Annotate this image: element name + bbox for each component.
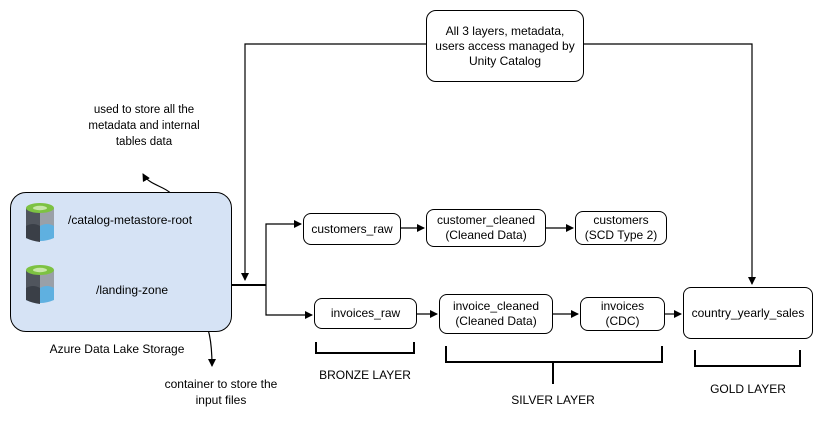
node-invoices-raw: invoices_raw	[314, 298, 417, 329]
landing-note-line2: input files	[195, 393, 247, 407]
unity-catalog-note-line3: Unity Catalog	[468, 53, 542, 68]
unity-catalog-note: All 3 layers, metadata, users access man…	[426, 10, 584, 82]
metastore-note-line3: tables data	[115, 136, 173, 148]
unity-catalog-note-line1: All 3 layers, metadata,	[445, 23, 565, 38]
node-invoice-cleaned-line1: invoice_cleaned	[452, 299, 540, 313]
node-customer-cleaned-line1: customer_cleaned	[436, 213, 536, 227]
azure-storage-container-icon	[22, 262, 58, 306]
node-invoice-cleaned: invoice_cleaned (Cleaned Data)	[439, 294, 553, 334]
node-country-yearly-sales-label: country_yearly_sales	[691, 305, 805, 320]
node-customers: customers (SCD Type 2)	[575, 211, 667, 245]
node-country-yearly-sales: country_yearly_sales	[683, 287, 813, 339]
layer-label-gold: GOLD LAYER	[710, 382, 786, 396]
metastore-note: used to store all the metadata and inter…	[64, 102, 224, 150]
landing-note-line1: container to store the	[164, 377, 278, 391]
bracket-gold	[694, 350, 801, 367]
connector-to-customers-raw	[265, 220, 302, 285]
azure-storage-container-icon	[22, 200, 58, 244]
node-invoices-line2: (CDC)	[605, 314, 640, 328]
node-customers-raw-label: customers_raw	[311, 221, 393, 236]
landing-note: container to store the input files	[136, 376, 306, 408]
unity-catalog-note-line2: users access managed by	[435, 38, 575, 53]
bracket-bronze	[315, 342, 415, 354]
metastore-note-line2: metadata and internal	[88, 120, 200, 132]
node-invoice-cleaned-line2: (Cleaned Data)	[455, 314, 537, 328]
connector-to-invoices-raw	[265, 285, 313, 319]
storage-caption: Azure Data Lake Storage	[49, 342, 185, 356]
node-invoices: invoices (CDC)	[580, 297, 665, 331]
layer-label-silver: SILVER LAYER	[511, 393, 595, 407]
node-invoices-raw-label: invoices_raw	[330, 306, 401, 320]
node-customers-line2: (SCD Type 2)	[584, 228, 658, 242]
node-customers-raw: customers_raw	[303, 213, 401, 245]
landing-zone-label: /landing-zone	[96, 283, 169, 297]
node-invoices-line1: invoices	[600, 299, 645, 313]
layer-label-bronze: BRONZE LAYER	[319, 368, 411, 382]
node-customers-line1: customers	[593, 213, 649, 227]
connector-catalog-to-gold	[584, 43, 756, 285]
bracket-silver	[445, 346, 663, 384]
metastore-container-label: /catalog-metastore-root	[68, 213, 193, 227]
node-customer-cleaned: customer_cleaned (Cleaned Data)	[426, 209, 546, 247]
metastore-note-line1: used to store all the	[93, 104, 195, 116]
connector-catalog-to-storage	[241, 43, 426, 281]
node-customer-cleaned-line2: (Cleaned Data)	[445, 228, 527, 242]
